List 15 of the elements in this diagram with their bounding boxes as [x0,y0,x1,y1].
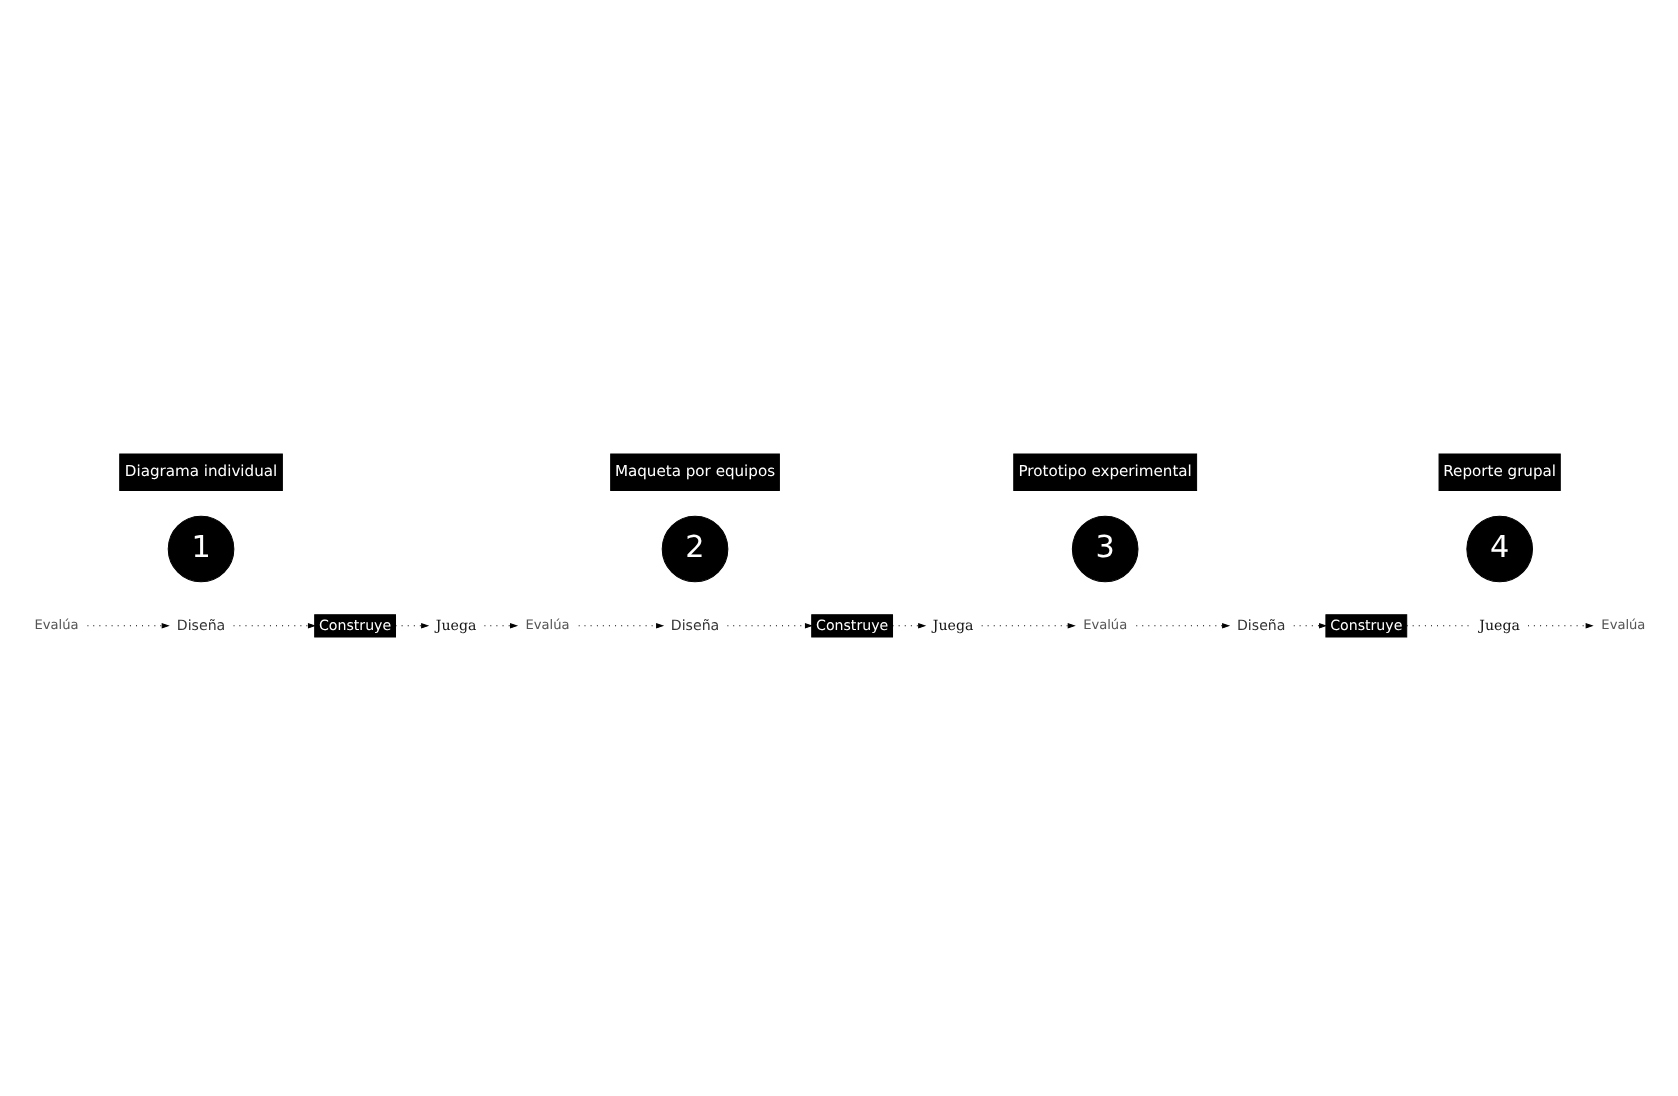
arrow [1526,621,1593,628]
arrow [725,621,813,628]
node-circle: 2 [660,514,728,582]
arrow [891,621,926,628]
node-circle: 1 [166,514,234,582]
arrow [482,621,518,628]
arrow [980,621,1075,628]
node-circle: 3 [1070,514,1138,582]
arrow [85,621,169,628]
arrow [1292,621,1327,628]
arrow [577,621,664,628]
arrow [394,621,429,628]
arrow [1134,621,1230,628]
node-circle: 4 [1465,514,1532,582]
arrow [232,621,316,628]
